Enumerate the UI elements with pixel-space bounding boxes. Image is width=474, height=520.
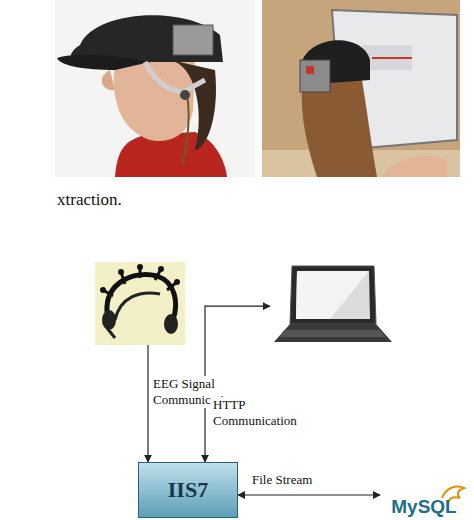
- node-text: IIS7: [168, 477, 208, 503]
- eeg-headset-node: [95, 262, 185, 345]
- iis7-server-box: IIS7: [138, 462, 238, 518]
- photo-eeg-cap-profile: [55, 0, 255, 177]
- connector-arrow: [238, 494, 380, 495]
- cut-caption-text: xtraction.: [57, 190, 122, 210]
- eeg-headset-icon: [95, 262, 185, 345]
- connector-arrow: [147, 345, 148, 462]
- edge-label: HTTP Communication: [211, 397, 307, 429]
- laptop-node: [270, 262, 395, 347]
- mysql-logo-node: MySQL: [380, 484, 468, 518]
- node-text: MySQL: [391, 496, 456, 518]
- photo-user-at-laptop: [262, 0, 460, 177]
- edge-label: File Stream: [250, 472, 314, 488]
- laptop-icon: [270, 262, 395, 347]
